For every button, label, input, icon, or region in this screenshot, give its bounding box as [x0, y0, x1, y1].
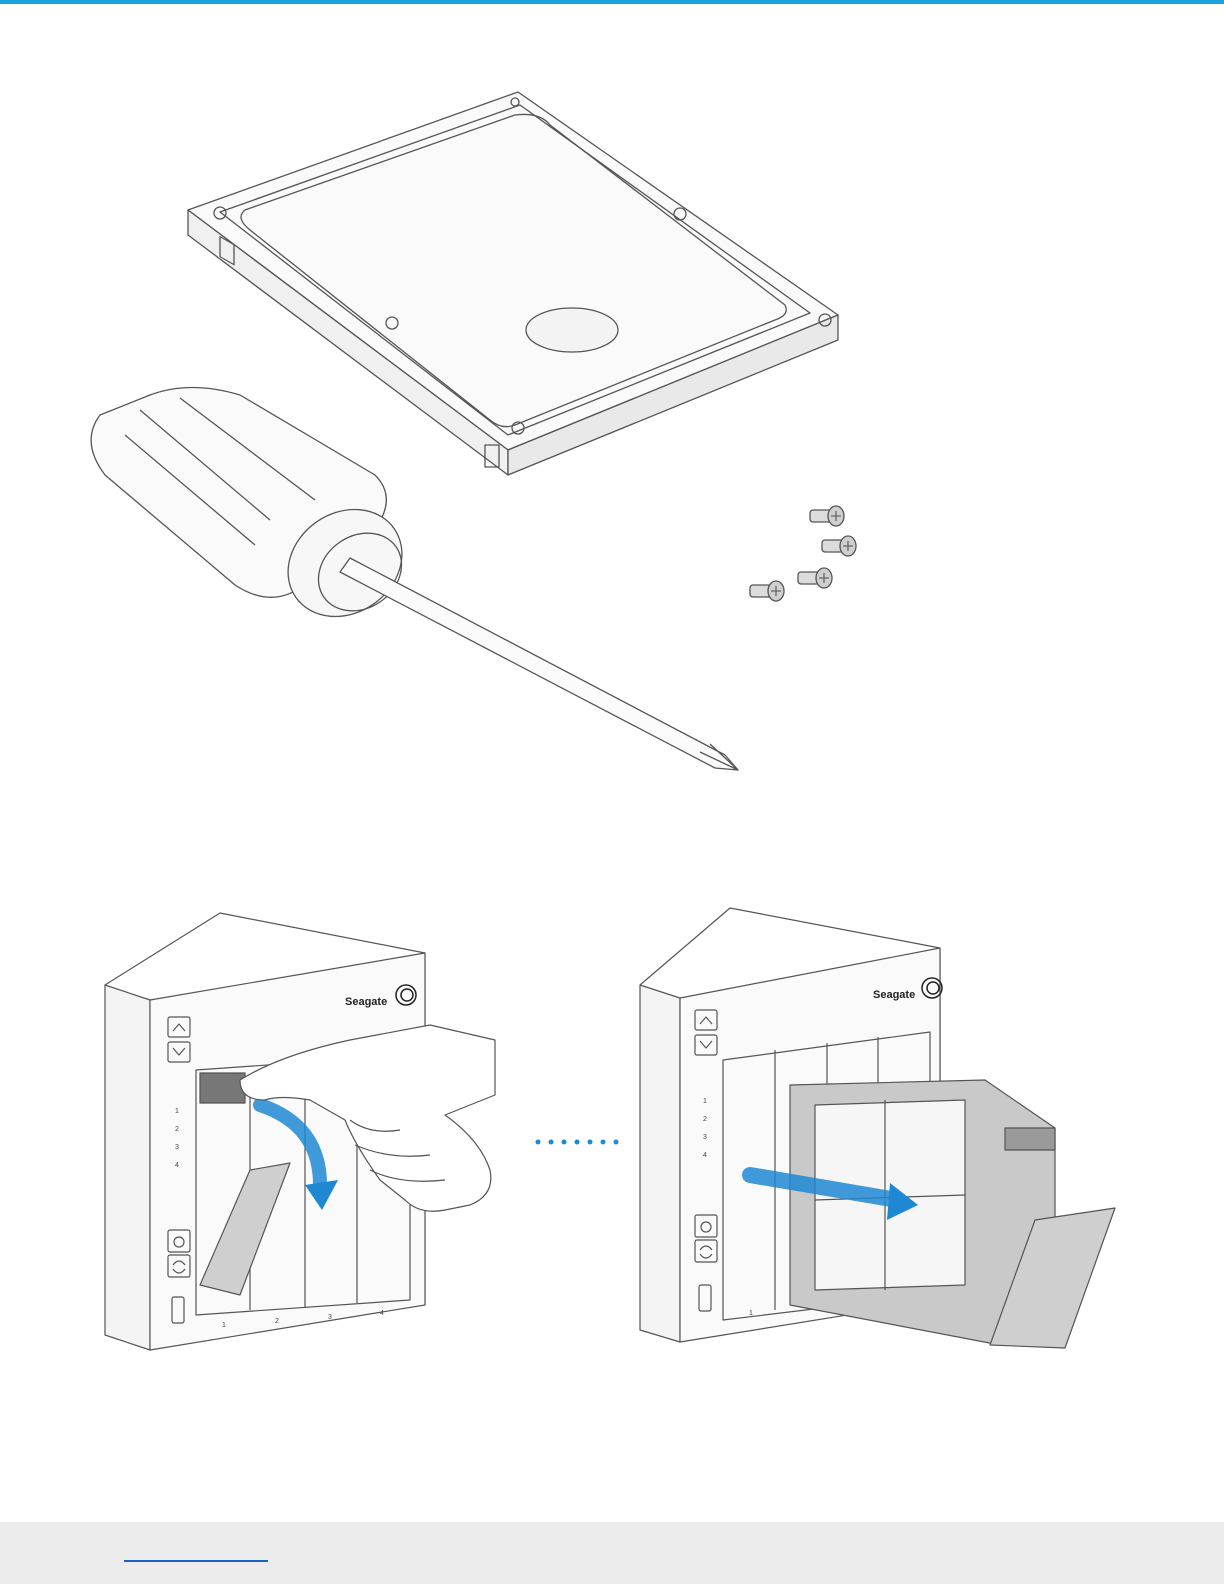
led-number: 4	[175, 1162, 179, 1169]
screw-icon	[750, 506, 856, 601]
led-number: 2	[703, 1116, 707, 1123]
bay-number: 2	[275, 1318, 279, 1325]
nas-open-door-illustration: Seagate 1 2 3 4 1 2 3 4	[100, 905, 505, 1360]
bay-number: 1	[222, 1322, 226, 1329]
footer-band	[0, 1522, 1224, 1584]
led-number: 3	[703, 1134, 707, 1141]
bay-number: 3	[328, 1314, 332, 1321]
footer-link[interactable]	[124, 1560, 268, 1562]
nas-tray-removal-illustration: Seagate 1 2 3 4 1	[635, 900, 1120, 1360]
screwdriver-icon	[91, 388, 738, 771]
led-number: 2	[175, 1126, 179, 1133]
led-number: 4	[703, 1152, 707, 1159]
brand-logo-left: Seagate	[345, 996, 387, 1008]
bay-number: 1	[749, 1310, 753, 1317]
led-number: 1	[175, 1108, 179, 1115]
hard-drive-icon	[188, 92, 838, 475]
bay-number: 4	[380, 1310, 384, 1317]
top-accent-rule	[0, 0, 1224, 4]
step-connector-dots	[532, 1136, 632, 1148]
led-number: 1	[703, 1098, 707, 1105]
drive-tools-illustration	[70, 80, 890, 800]
brand-logo-right: Seagate	[873, 989, 915, 1001]
led-number: 3	[175, 1144, 179, 1151]
